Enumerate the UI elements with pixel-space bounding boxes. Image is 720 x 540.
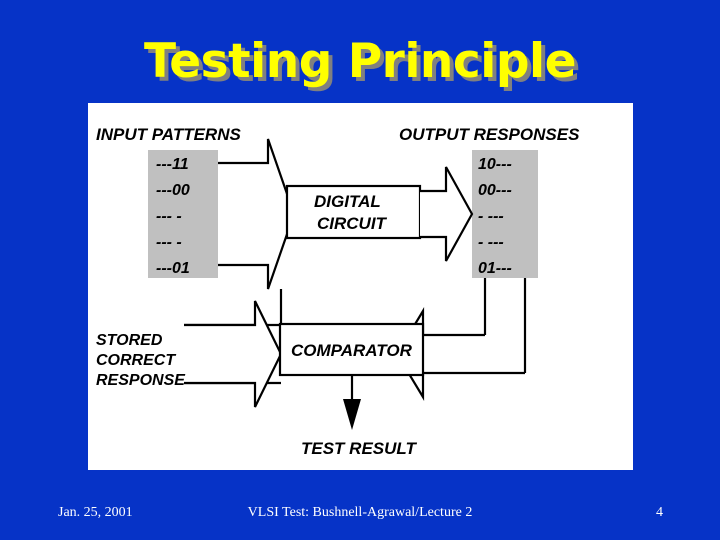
stored-label-line1: STORED <box>96 332 163 349</box>
slide-footer: Jan. 25, 2001 VLSI Test: Bushnell-Agrawa… <box>0 505 720 527</box>
input-pattern-5: ---01 <box>156 260 190 277</box>
footer-date: Jan. 25, 2001 <box>58 505 133 520</box>
output-response-5: 01--- <box>478 260 512 277</box>
output-response-1: 10--- <box>478 156 512 173</box>
comparator-box <box>278 322 425 377</box>
output-responses-heading: OUTPUT RESPONSES <box>399 125 580 144</box>
comparator-label: COMPARATOR <box>291 341 413 360</box>
input-pattern-1: ---11 <box>156 156 189 173</box>
stored-response-block-arrow <box>184 300 283 408</box>
testing-principle-diagram: INPUT PATTERNS OUTPUT RESPONSES ---11 --… <box>96 125 580 458</box>
page-title: Testing Principle <box>143 34 577 89</box>
stored-label-line2: CORRECT <box>96 352 176 369</box>
output-block-arrow <box>420 166 474 262</box>
output-response-3: - --- <box>478 208 504 225</box>
input-patterns-heading: INPUT PATTERNS <box>96 125 241 144</box>
digital-circuit-box <box>285 184 422 240</box>
stored-label-line3: RESPONSE <box>96 372 186 389</box>
slide-title-container: Testing Principle <box>0 34 720 94</box>
digital-circuit-label-line2: CIRCUIT <box>317 214 388 233</box>
test-result-arrowhead <box>343 399 361 430</box>
input-block-arrow <box>218 138 296 290</box>
footer-page-number: 4 <box>656 505 663 520</box>
input-pattern-2: ---00 <box>156 182 190 199</box>
output-response-2: 00--- <box>478 182 512 199</box>
output-response-4: - --- <box>478 234 504 251</box>
input-pattern-3: --- - <box>156 208 182 225</box>
test-result-label: TEST RESULT <box>301 439 418 458</box>
input-patterns-box <box>148 150 218 278</box>
diagram-panel: INPUT PATTERNS OUTPUT RESPONSES ---11 --… <box>88 103 633 470</box>
output-responses-box <box>472 150 538 278</box>
input-pattern-4: --- - <box>156 234 182 251</box>
footer-course-title: VLSI Test: Bushnell-Agrawal/Lecture 2 <box>247 505 473 520</box>
digital-circuit-label-line1: DIGITAL <box>314 192 381 211</box>
